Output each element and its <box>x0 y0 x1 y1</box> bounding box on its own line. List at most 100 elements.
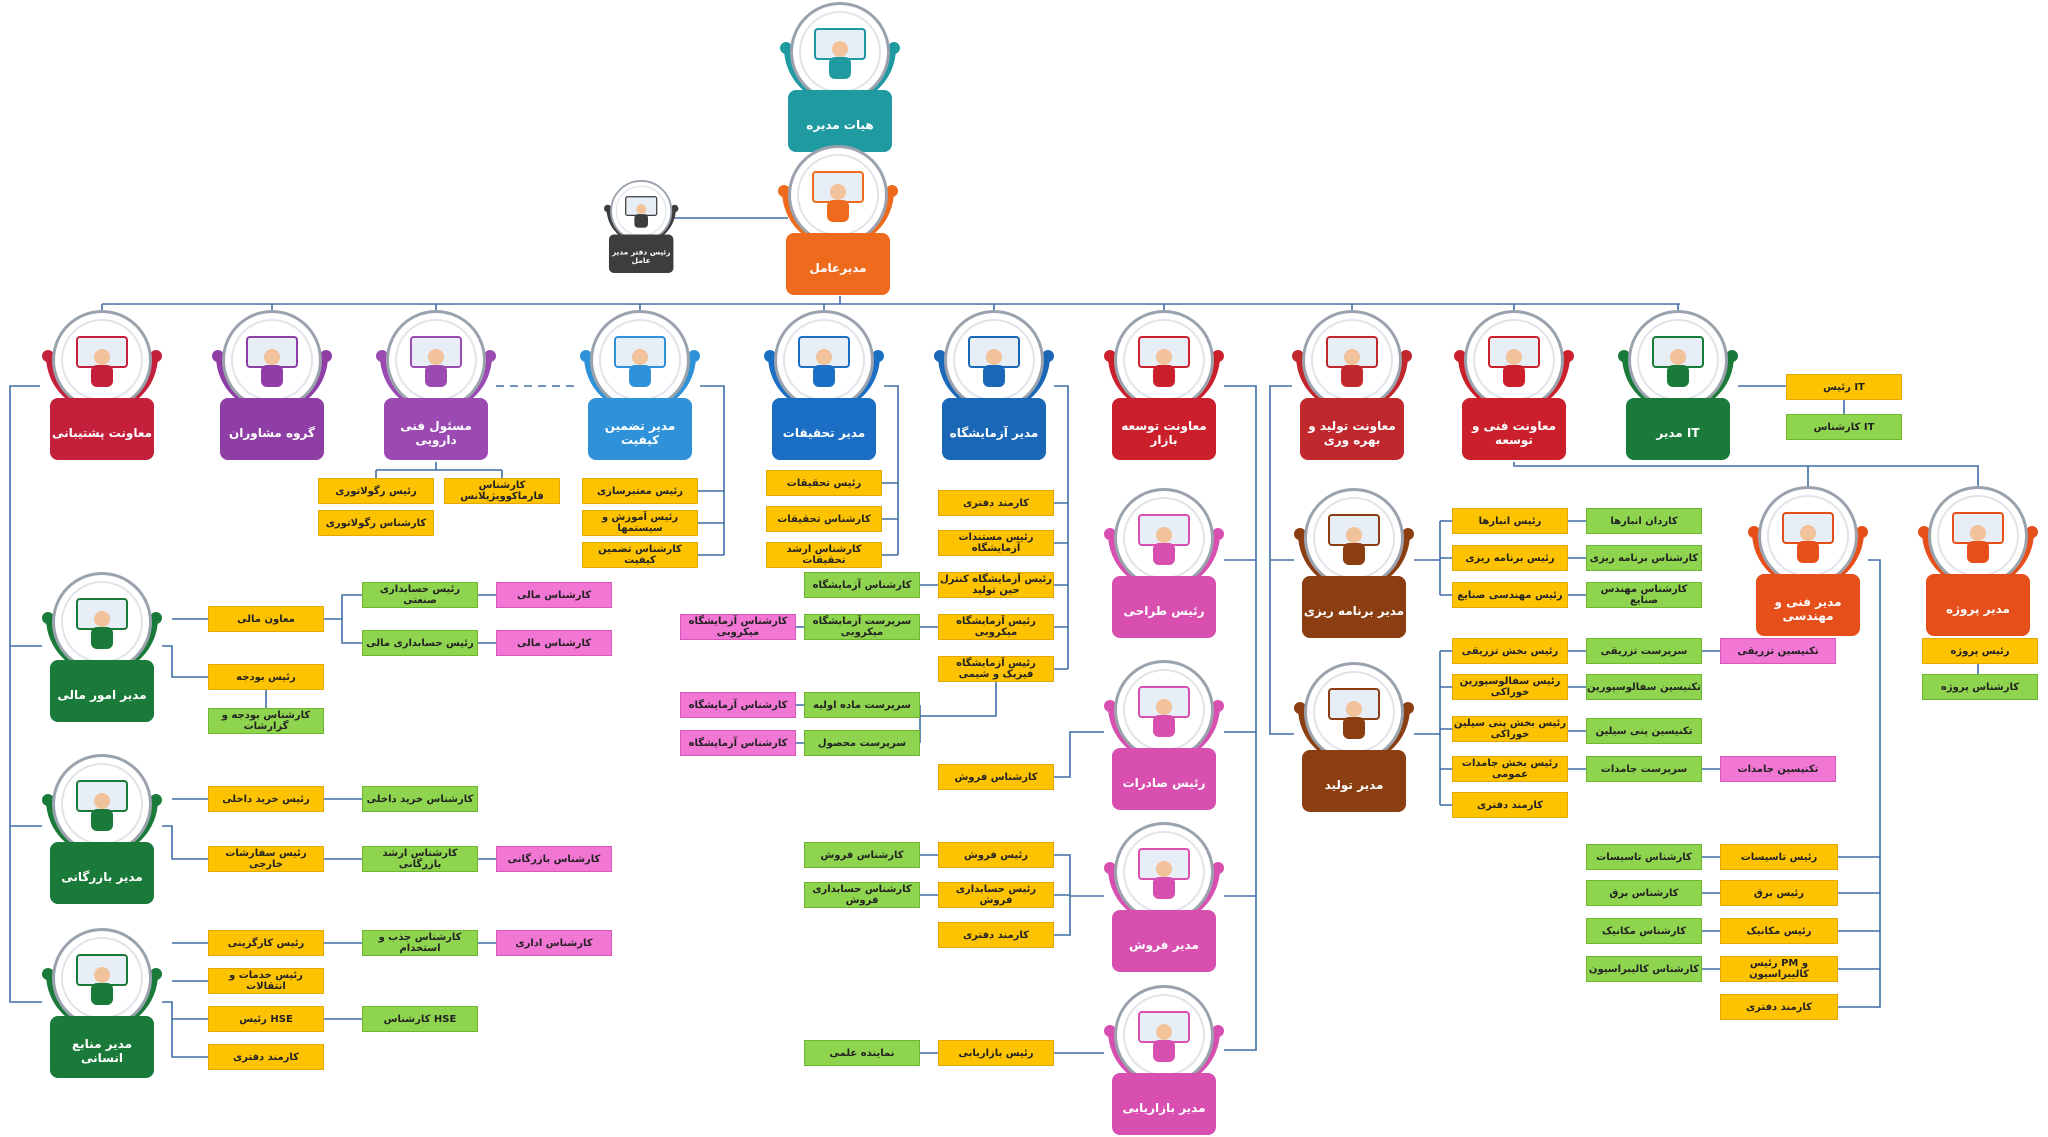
node-marketing: مدیر بازاریابی <box>1104 985 1224 1137</box>
role-box: سرپرست آزمایشگاه میکروبی <box>804 614 920 640</box>
role-box: کارشناس فارماکوویژیلانس <box>444 478 560 504</box>
role-box: رئیس بخش پنی سیلین خوراکی <box>1452 716 1568 742</box>
eng-label: مدیر فنی و مهندسی <box>1756 574 1860 636</box>
role-box: رئیس انبارها <box>1452 508 1568 534</box>
role-box: نماینده علمی <box>804 1040 920 1066</box>
planning-illustration-icon <box>1304 488 1404 588</box>
node-production: مدیر تولید <box>1294 662 1414 814</box>
commerce-label: مدیر بازرگانی <box>50 842 154 904</box>
role-box: کارشناس رگولاتوری <box>318 510 434 536</box>
research-label: مدیر تحقیقات <box>772 398 876 460</box>
sales-label: مدیر فروش <box>1112 910 1216 972</box>
role-box: معاون مالی <box>208 606 324 632</box>
role-box: رئیس سفالوسپورین خوراکی <box>1452 674 1568 700</box>
role-box: کارشناس تحقیقات <box>766 506 882 532</box>
project-illustration-icon <box>1928 486 2028 586</box>
project-label: مدیر پروژه <box>1926 574 2030 636</box>
role-box: رئیس آزمایشگاه میکروبی <box>938 614 1054 640</box>
role-box: سرپرست جامدات <box>1586 756 1702 782</box>
market-label: معاونت توسعه بازار <box>1112 398 1216 460</box>
role-box: رئیس بازاریابی <box>938 1040 1054 1066</box>
hr-label: مدیر منابع انسانی <box>50 1016 154 1078</box>
role-box: رئیس IT <box>1786 374 1902 400</box>
role-box: کارشناس HSE <box>362 1006 478 1032</box>
lab-illustration-icon <box>944 310 1044 410</box>
finance-label: مدیر امور مالی <box>50 660 154 722</box>
lab-label: مدیر آزمایشگاه <box>942 398 1046 460</box>
node-board: هیات مدیره <box>780 2 900 154</box>
role-box: کارشناس بودجه و گزارشات <box>208 708 324 734</box>
tech-illustration-icon <box>1464 310 1564 410</box>
role-box: کارشناس تضمین کیفیت <box>582 542 698 568</box>
role-box: رئیس تحقیقات <box>766 470 882 496</box>
role-box: کارشناس مالی <box>496 582 612 608</box>
role-box: رئیس مستندات آزمایشگاه <box>938 530 1054 556</box>
marketing-label: مدیر بازاریابی <box>1112 1073 1216 1135</box>
role-box: کارشناس حسابداری فروش <box>804 882 920 908</box>
role-box: تکنیسین تزریقی <box>1720 638 1836 664</box>
role-box: کارشناس پروژه <box>1922 674 2038 700</box>
role-box: کارشناس مهندس صنایع <box>1586 582 1702 608</box>
advisors-label: گروه مشاوران <box>220 398 324 460</box>
role-box: کارمند دفتری <box>938 922 1054 948</box>
office-illustration-icon <box>610 180 673 242</box>
role-box: کاردان انبارها <box>1586 508 1702 534</box>
role-box: رئیس حسابداری صنعتی <box>362 582 478 608</box>
support-label: معاونت پشتیبانی <box>50 398 154 460</box>
role-box: رئیس آزمایشگاه فیزیک و شیمی <box>938 656 1054 682</box>
pharma-label: مسئول فنی دارویی <box>384 398 488 460</box>
role-box: سرپرست تزریقی <box>1586 638 1702 664</box>
node-export: رئیس صادرات <box>1104 660 1224 812</box>
research-illustration-icon <box>774 310 874 410</box>
role-box: رئیس تاسیسات <box>1720 844 1838 870</box>
role-box: کارشناس خرید داخلی <box>362 786 478 812</box>
node-research: مدیر تحقیقات <box>764 310 884 462</box>
hr-illustration-icon <box>52 928 152 1028</box>
role-box: کارشناس آزمایشگاه <box>680 730 796 756</box>
role-box: سرپرست ماده اولیه <box>804 692 920 718</box>
role-box: کارشناس کالیبراسیون <box>1586 956 1702 982</box>
node-hr: مدیر منابع انسانی <box>42 928 162 1080</box>
ceo-label: مدیرعامل <box>786 233 890 295</box>
design-label: رئیس طراحی <box>1112 576 1216 638</box>
role-box: کارشناس تاسیسات <box>1586 844 1702 870</box>
role-box: کارشناس فروش <box>804 842 920 868</box>
prod-illustration-icon <box>1302 310 1402 410</box>
role-box: رئیس آزمایشگاه کنترل حین تولید <box>938 572 1054 598</box>
sales-illustration-icon <box>1114 822 1214 922</box>
role-box: کارشناس IT <box>1786 414 1902 440</box>
it-label: مدیر IT <box>1626 398 1730 460</box>
node-office: رئیس دفتر مدیر عامل <box>604 180 679 274</box>
board-label: هیات مدیره <box>788 90 892 152</box>
role-box: رئیس معتبرسازی <box>582 478 698 504</box>
node-project: مدیر پروژه <box>1918 486 2038 638</box>
node-finance: مدیر امور مالی <box>42 572 162 724</box>
role-box: رئیس خدمات و انتقالات <box>208 968 324 994</box>
support-illustration-icon <box>52 310 152 410</box>
role-box: رئیس برنامه ریزی <box>1452 545 1568 571</box>
role-box: کارمند دفتری <box>1452 792 1568 818</box>
node-sales: مدیر فروش <box>1104 822 1224 974</box>
node-advisors: گروه مشاوران <box>212 310 332 462</box>
role-box: رئیس فروش <box>938 842 1054 868</box>
commerce-illustration-icon <box>52 754 152 854</box>
role-box: رئیس HSE <box>208 1006 324 1032</box>
role-box: کارمند دفتری <box>208 1044 324 1070</box>
role-box: رئیس بخش تزریقی <box>1452 638 1568 664</box>
role-box: رئیس سفارشات خارجی <box>208 846 324 872</box>
node-eng: مدیر فنی و مهندسی <box>1748 486 1868 638</box>
role-box: کارشناس مکانیک <box>1586 918 1702 944</box>
role-box: تکنیسین جامدات <box>1720 756 1836 782</box>
role-box: رئیس خرید داخلی <box>208 786 324 812</box>
tech-label: معاونت فنی و توسعه <box>1462 398 1566 460</box>
node-market: معاونت توسعه بازار <box>1104 310 1224 462</box>
node-commerce: مدیر بازرگانی <box>42 754 162 906</box>
role-box: کارشناس برنامه ریزی <box>1586 545 1702 571</box>
role-box: رئیس بخش جامدات عمومی <box>1452 756 1568 782</box>
role-box: رئیس برق <box>1720 880 1838 906</box>
design-illustration-icon <box>1114 488 1214 588</box>
role-box: کارشناس اداری <box>496 930 612 956</box>
production-illustration-icon <box>1304 662 1404 762</box>
